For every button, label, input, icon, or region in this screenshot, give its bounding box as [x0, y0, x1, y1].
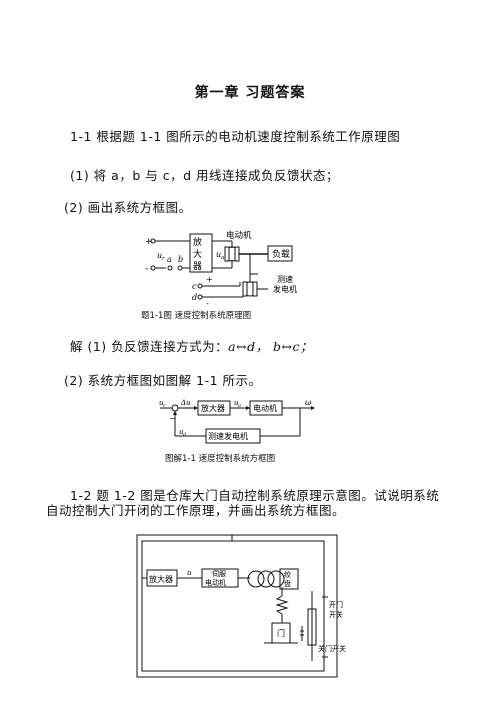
problem-1-2-line-2: 自动控制大门开闭的工作原理，并画出系统方框图。	[46, 503, 346, 518]
input-symbol: u	[157, 251, 162, 260]
summing-junction	[171, 404, 179, 412]
amplifier-char-3: 器	[193, 261, 202, 272]
tacho-label-2: 发电机	[273, 284, 297, 294]
door-label: 门	[277, 628, 285, 638]
minus-sign: -	[145, 264, 148, 274]
terminal-b	[177, 265, 183, 271]
svg-text:+: +	[206, 275, 213, 284]
load-label: 负载	[272, 248, 290, 260]
load-box	[267, 245, 293, 262]
label-b: b	[178, 255, 183, 264]
motor-block-label: 电动机	[253, 403, 277, 413]
amplifier-box	[189, 233, 213, 273]
label-d: d	[192, 293, 197, 302]
problem-1-2-line-1: 1-2 题 1-2 图是仓库大门自动控制系统原理示意图。试说明系统	[70, 488, 440, 503]
svg-text:r: r	[162, 256, 165, 262]
tacho-label-1: 测速	[277, 275, 293, 284]
motor-label: 电动机	[226, 230, 252, 241]
chapter-title: 第一章 习题答案	[194, 85, 306, 101]
problem-1-1-part2: (2) 画出系统方框图。	[64, 200, 192, 215]
terminal-c	[197, 283, 203, 289]
problem-1-1-statement: 1-1 根据题 1-1 图所示的电动机速度控制系统工作原理图	[70, 129, 401, 144]
block-diagram: u r Δu − 放大器 u a 电动机 ω u d 测速发电机	[159, 398, 315, 444]
svg-text:u: u	[159, 399, 164, 407]
terminal-a	[167, 265, 173, 271]
open-switch-line-1: 开门	[329, 600, 343, 609]
plus-sign: +	[145, 237, 153, 247]
servo-motor-line-1: 伺服	[212, 569, 226, 578]
problem-1-1-part1: (1) 将 a，b 与 c，d 用线连接成负反馈状态；	[70, 168, 339, 183]
drum-line-1: 绞	[284, 570, 291, 579]
solution-line-1: 解 (1) 负反馈连接方式为：a↔d， b↔c；	[70, 339, 314, 354]
svg-text:a: a	[221, 255, 224, 261]
svg-text:u: u	[234, 399, 239, 407]
solution-line-2: (2) 系统方框图如图解 1-1 所示。	[64, 373, 262, 388]
drum-line-2: 盘	[284, 579, 291, 588]
amplifier-block-label: 放大器	[201, 403, 225, 413]
amplifier-label: 放大器	[149, 574, 173, 584]
amplifier-char-2: 大	[193, 248, 202, 260]
error-symbol: Δu	[180, 399, 191, 407]
svg-text:-: -	[206, 299, 209, 308]
output-symbol: ω	[305, 398, 312, 407]
drum-box	[279, 568, 299, 590]
figure-1-2-schematic: 放大器 u 伺服 电动机 绞 盘 门 开门 开关 关门开关	[136, 534, 346, 678]
figure-1-1-caption: 题1-1图 速度控制系统原理图	[141, 311, 252, 321]
figure-1-1-schematic: + - u r a b c d + - 放 大 器 u a 电动机 负载 测速 …	[145, 230, 297, 308]
svg-text:u: u	[179, 428, 184, 436]
label-a: a	[167, 255, 172, 264]
amplifier-char-1: 放	[193, 236, 202, 248]
block-diagram-caption: 图解1-1 速度控制系统方框图	[165, 454, 276, 464]
u-symbol: u	[187, 569, 192, 577]
svg-text:d: d	[183, 432, 186, 438]
terminal-minus	[150, 265, 156, 271]
svg-text:r: r	[163, 403, 166, 409]
svg-text:a: a	[238, 403, 241, 409]
minus-sign: −	[169, 414, 176, 423]
servo-motor-line-2: 电动机	[205, 578, 226, 587]
open-switch-line-2: 开关	[329, 610, 343, 619]
close-switch-label: 关门开关	[318, 644, 346, 653]
tacho-block-label: 测速发电机	[208, 431, 248, 441]
terminal-d	[197, 294, 203, 300]
armature-symbol: u	[216, 250, 221, 259]
label-c: c	[192, 282, 197, 291]
